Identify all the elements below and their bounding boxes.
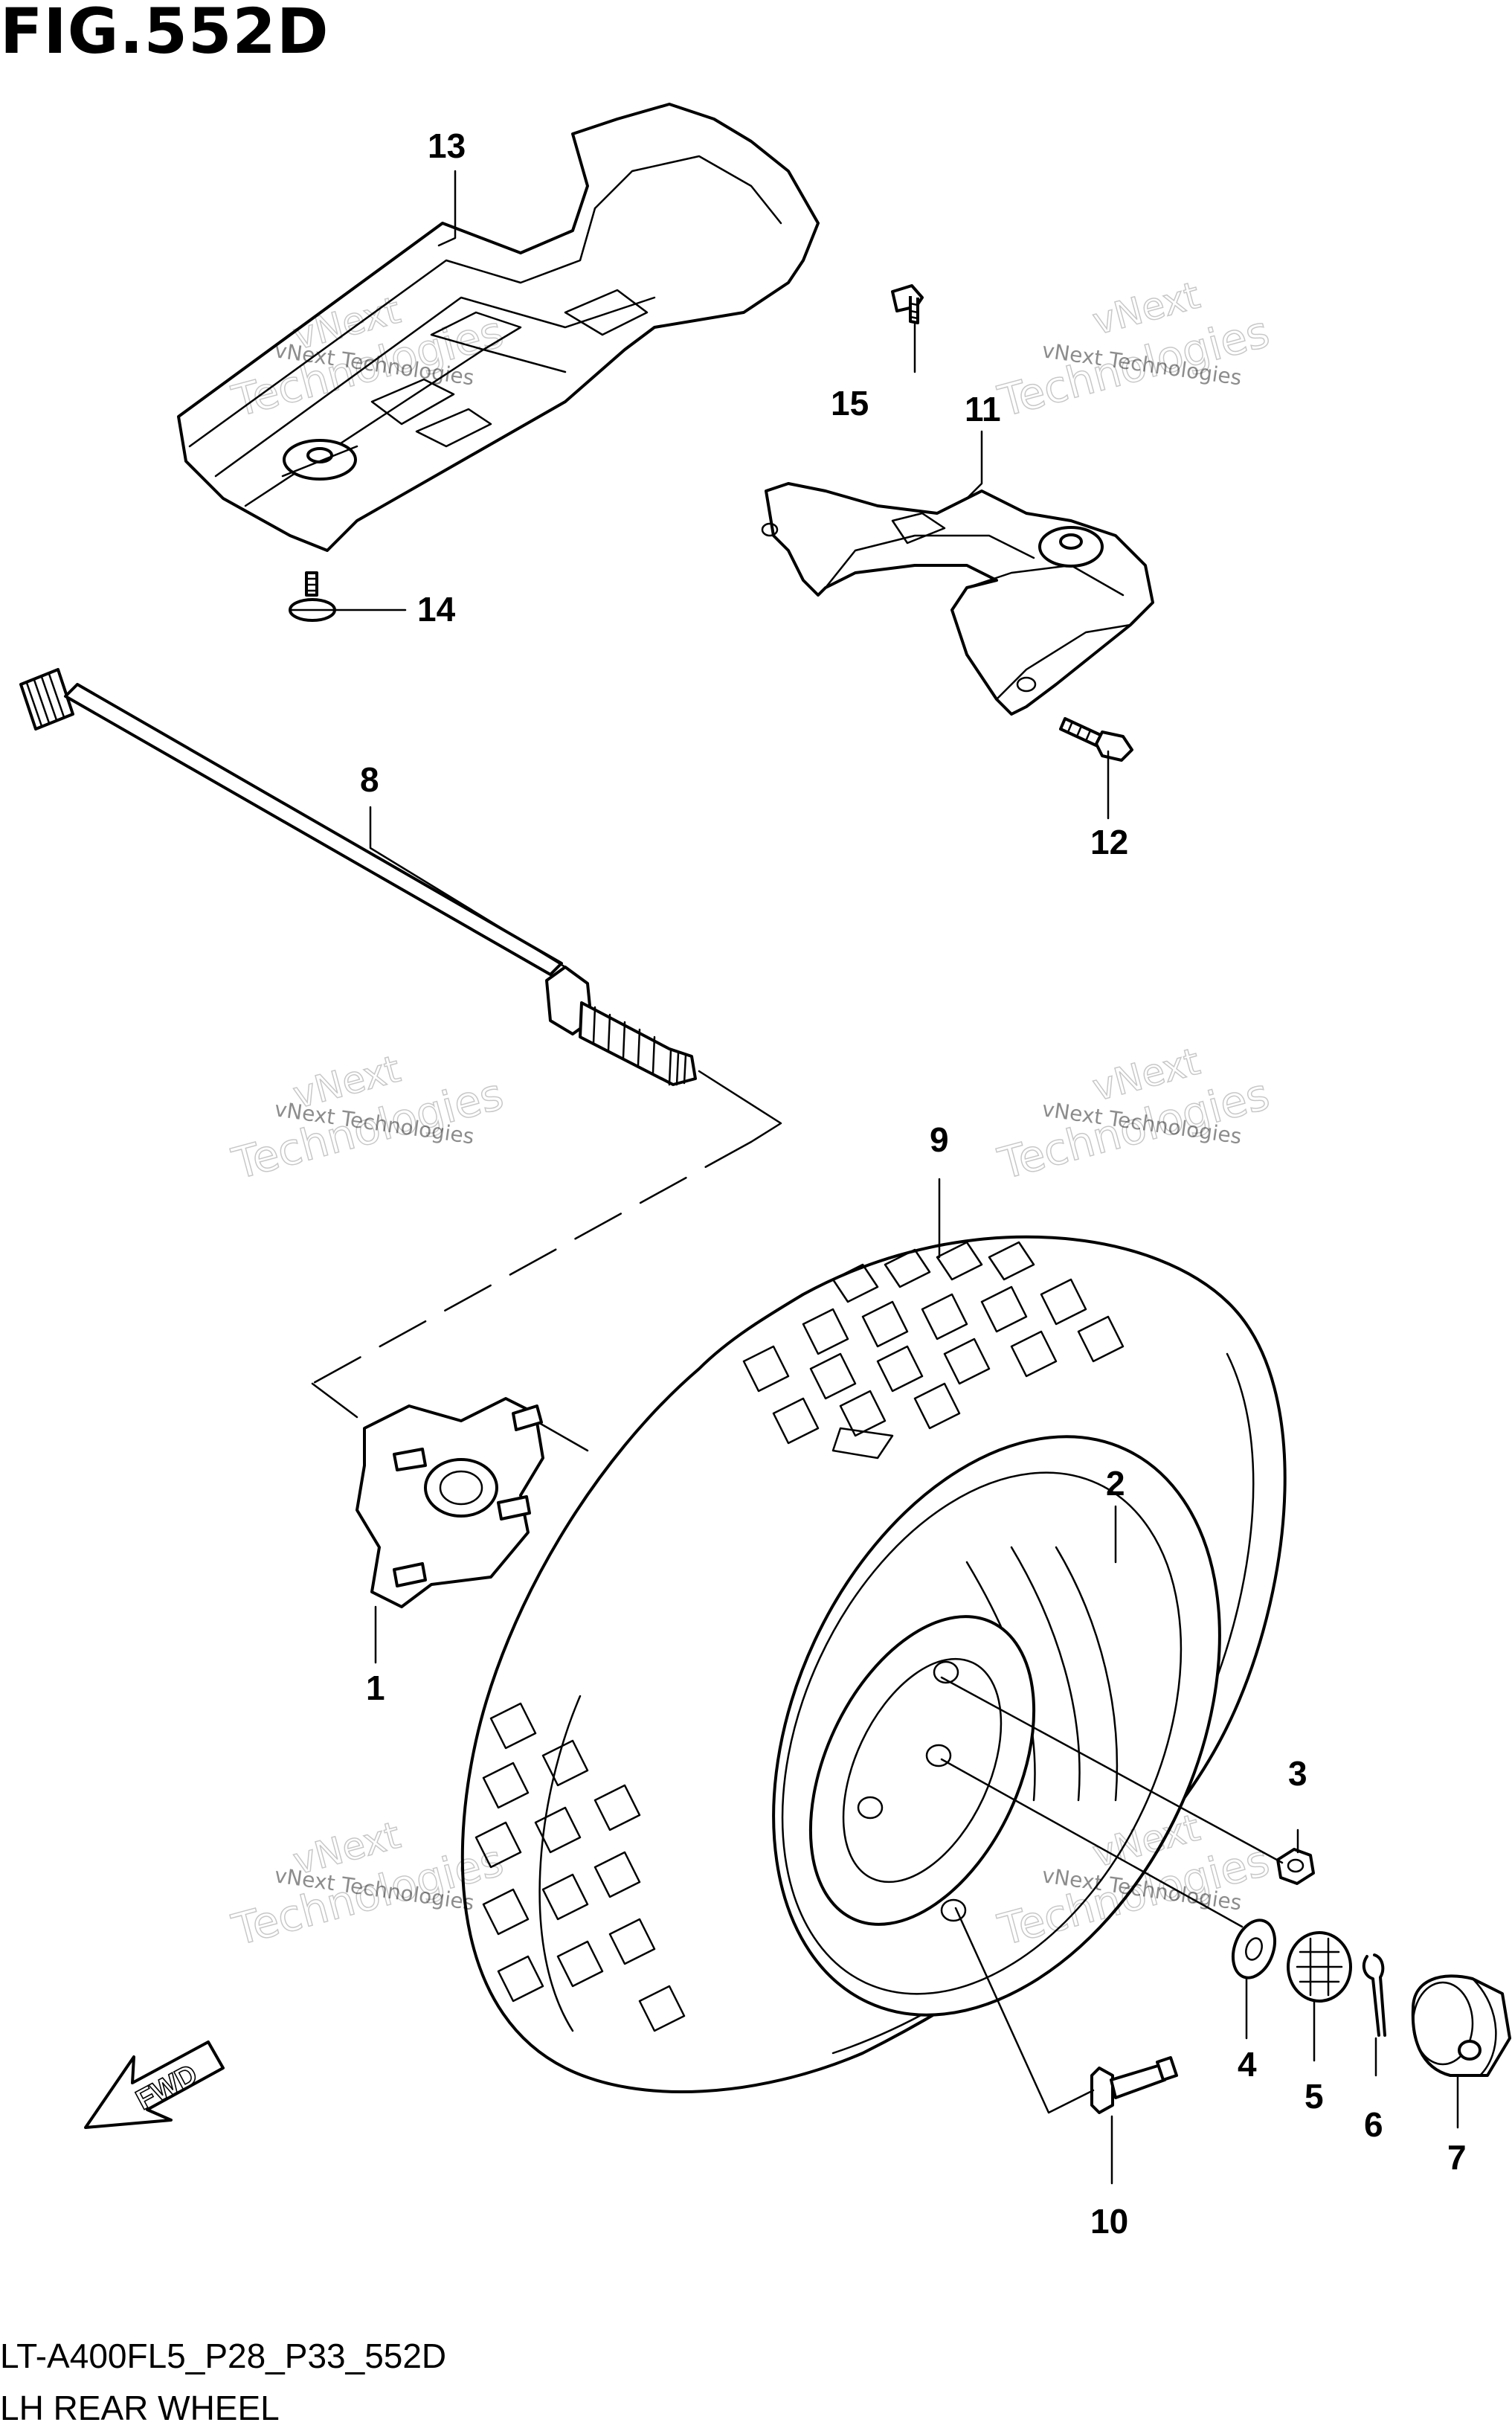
part-4-washer[interactable]: [1226, 1915, 1282, 1984]
callout-7: 7: [1447, 2138, 1467, 2177]
figure-code: LT-A400FL5_P28_P33_552D: [0, 2337, 447, 2375]
callout-8: 8: [360, 760, 379, 799]
assembly-line: [311, 1070, 782, 1452]
watermark-3: vNext vNext Technologies Technologies: [226, 1047, 509, 1190]
part-10-valve-stem[interactable]: [1090, 2056, 1178, 2114]
part-12-bolt[interactable]: [1059, 717, 1133, 762]
part-1-hub[interactable]: [356, 1397, 544, 1608]
part-8-axle-shaft[interactable]: [19, 668, 697, 1086]
part-14-bolt[interactable]: [289, 571, 336, 622]
part-13-skid-plate[interactable]: [177, 103, 820, 552]
callout-11: 11: [965, 390, 1001, 428]
callout-10: 10: [1090, 2202, 1128, 2241]
part-2-rim[interactable]: [686, 1364, 1307, 2087]
callout-9: 9: [930, 1120, 949, 1159]
figure-name: LH REAR WHEEL: [0, 2389, 280, 2427]
callout-13: 13: [428, 126, 466, 165]
leader-lines: [333, 170, 1459, 2185]
callout-15: 15: [831, 384, 869, 423]
figure-title: FIG.552D: [0, 0, 329, 68]
callout-5: 5: [1304, 2077, 1324, 2116]
part-7-cap[interactable]: [1411, 1974, 1511, 2077]
callout-12: 12: [1090, 823, 1128, 861]
part-3-nut[interactable]: [1276, 1848, 1315, 1885]
watermark-4: vNext vNext Technologies Technologies: [992, 1039, 1275, 1190]
part-6-cotter-pin[interactable]: [1362, 1953, 1386, 2037]
callout-14: 14: [417, 590, 456, 629]
callout-4: 4: [1238, 2045, 1257, 2084]
callout-1: 1: [366, 1669, 385, 1707]
part-15-bolt[interactable]: [891, 284, 924, 324]
watermark-2: vNext vNext Technologies Technologies: [992, 273, 1275, 428]
part-5-castle-nut[interactable]: [1287, 1931, 1352, 2003]
fwd-arrow-icon: FWD: [84, 2040, 225, 2129]
callout-6: 6: [1364, 2105, 1383, 2144]
callouts: 13 15 11 14 8 12 9 2 1 3 4 5 6 7 10: [360, 126, 1467, 2241]
callout-3: 3: [1288, 1754, 1307, 1793]
callout-2: 2: [1106, 1464, 1125, 1503]
part-11-bracket[interactable]: [761, 482, 1154, 716]
